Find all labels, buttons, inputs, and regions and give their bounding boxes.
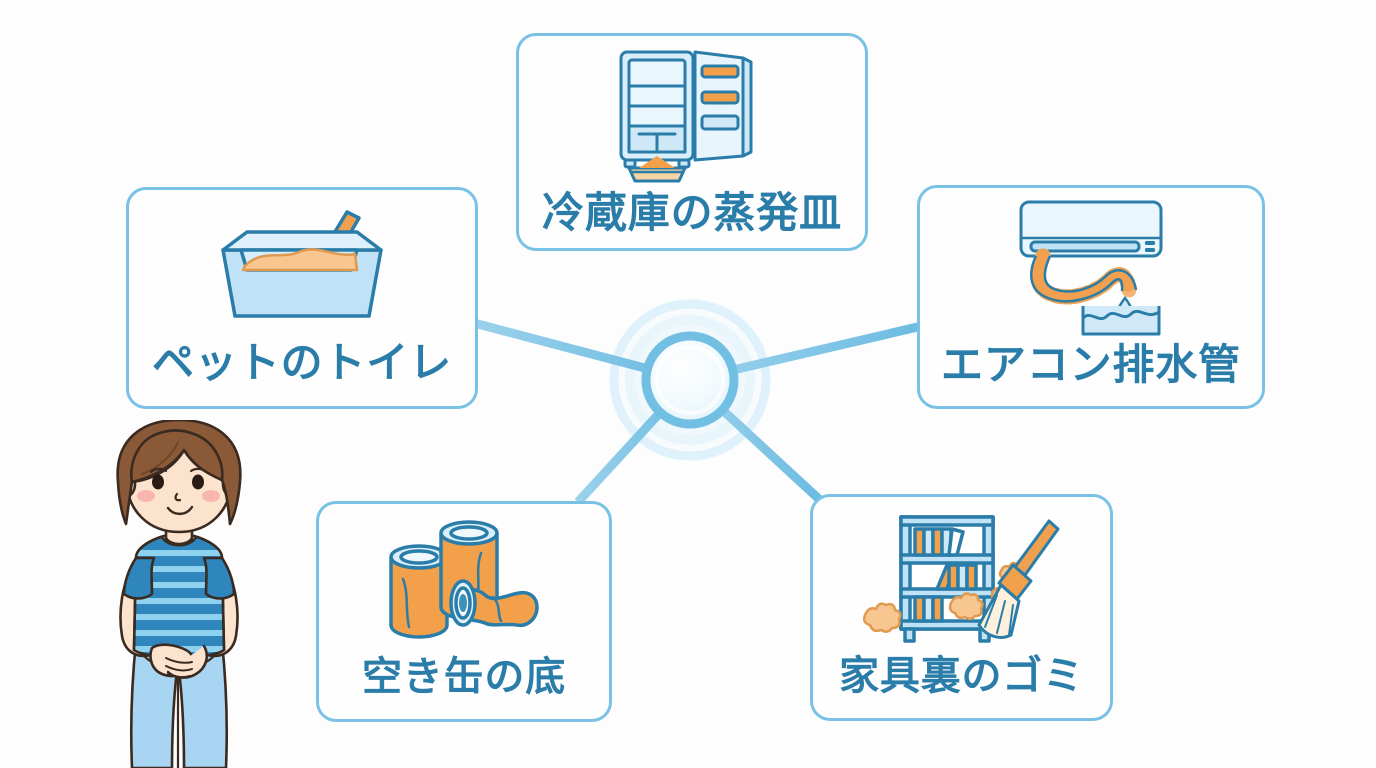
connector-to-litter: [468, 317, 692, 385]
node-card-furniture[interactable]: 家具裏のゴミ: [810, 494, 1113, 721]
node-card-fridge[interactable]: 冷蔵庫の蒸発皿: [516, 33, 868, 251]
node-label-cans: 空き缶の底: [362, 655, 566, 699]
refrigerator-with-drip-tray-icon: [519, 36, 865, 192]
empty-cans-icon: [319, 504, 609, 657]
air-conditioner-drain-hose-icon: [920, 188, 1262, 344]
node-label-litter: ペットのトイレ: [152, 339, 452, 386]
node-card-cans[interactable]: 空き缶の底: [316, 501, 612, 722]
connector-lines: [468, 248, 924, 506]
connector-to-aircon: [688, 321, 924, 385]
hub-halo: [606, 296, 774, 464]
node-card-aircon[interactable]: エアコン排水管: [917, 185, 1265, 409]
node-label-fridge: 冷蔵庫の蒸発皿: [542, 189, 842, 236]
center-hub: [641, 331, 739, 429]
node-label-furniture: 家具裏のゴミ: [839, 654, 1084, 698]
connector-to-cans: [574, 376, 694, 506]
litter-box-with-scoop-icon: [129, 190, 475, 342]
bookshelf-dust-broom-icon: [813, 497, 1110, 656]
woman-illustration: [74, 420, 284, 768]
connector-to-furniture: [686, 376, 824, 504]
node-label-aircon: エアコン排水管: [941, 341, 1241, 388]
node-card-litter[interactable]: ペットのトイレ: [126, 187, 478, 409]
